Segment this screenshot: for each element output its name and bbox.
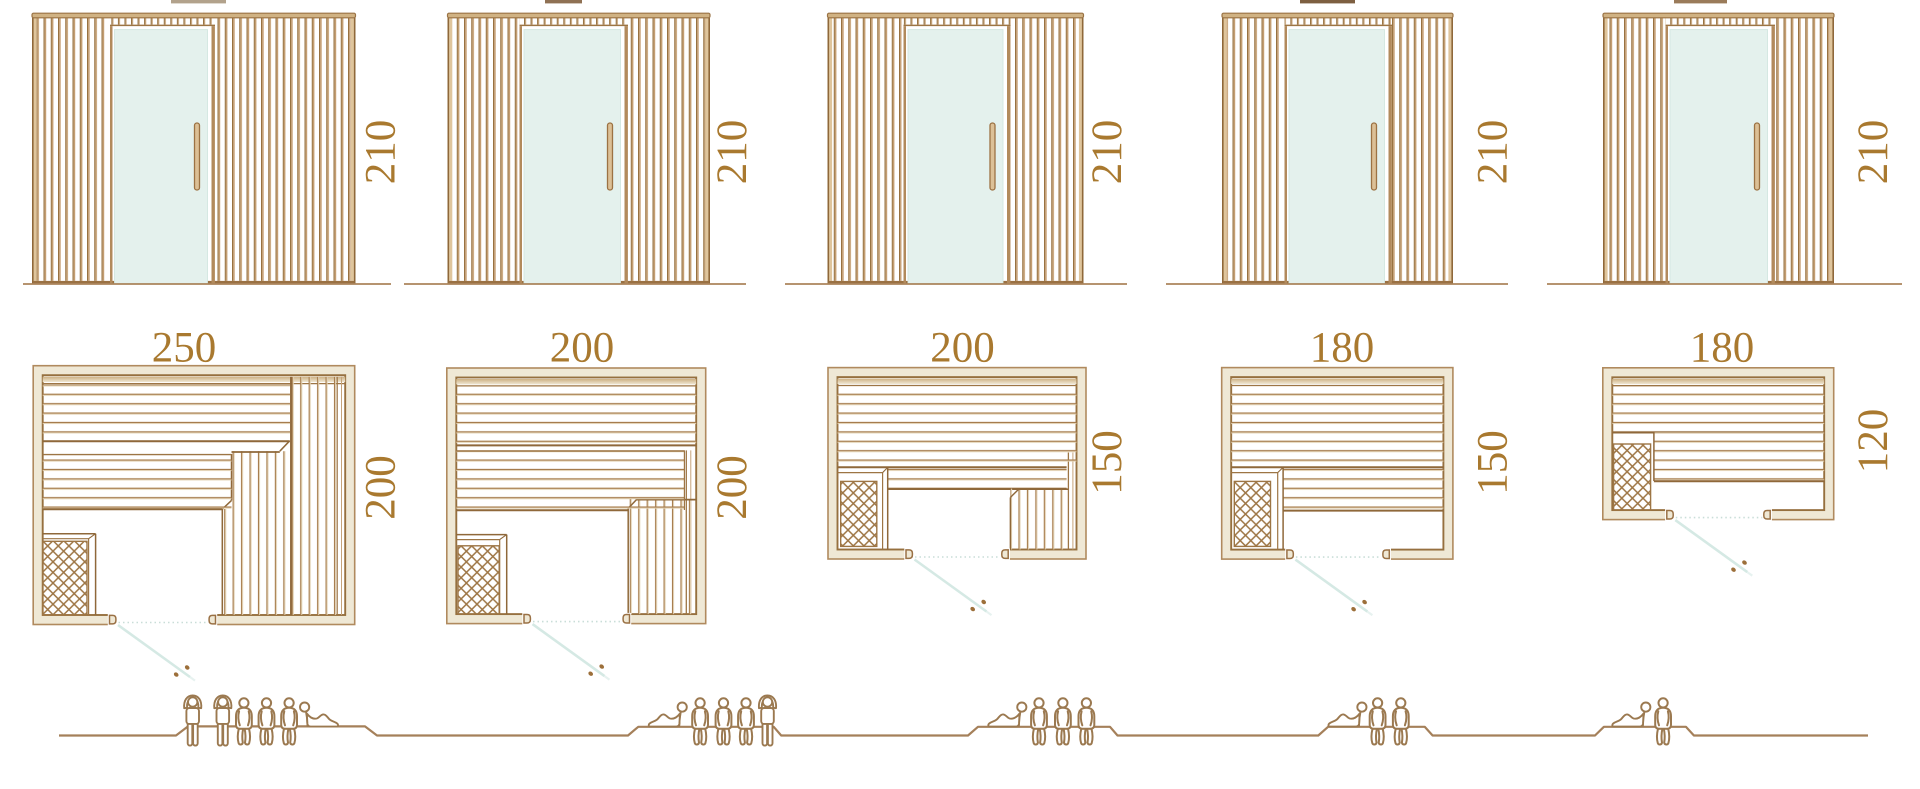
svg-text:150: 150 xyxy=(1084,430,1131,495)
svg-text:180: 180 xyxy=(1690,325,1755,372)
svg-text:180: 180 xyxy=(1310,325,1375,372)
svg-text:200: 200 xyxy=(709,455,756,520)
svg-text:210: 210 xyxy=(357,120,404,185)
svg-text:200: 200 xyxy=(930,325,995,372)
svg-text:210: 210 xyxy=(709,120,756,185)
svg-text:120: 120 xyxy=(1850,409,1897,474)
svg-text:210: 210 xyxy=(1470,120,1517,185)
svg-text:200: 200 xyxy=(550,325,615,372)
svg-text:210: 210 xyxy=(1084,120,1131,185)
svg-text:200: 200 xyxy=(357,455,404,520)
svg-text:150: 150 xyxy=(1470,430,1517,495)
svg-text:210: 210 xyxy=(1850,120,1897,185)
svg-text:250: 250 xyxy=(152,325,217,372)
